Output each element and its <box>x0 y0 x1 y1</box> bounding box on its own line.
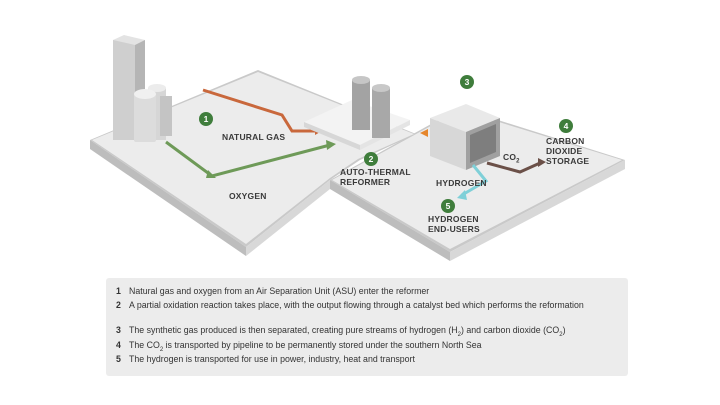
legend-text-part: is transported by pipeline to be permane… <box>163 340 482 350</box>
legend-text: The synthetic gas produced is then separ… <box>129 325 620 338</box>
step-badge-3: 3 <box>460 75 474 89</box>
storage-label-line2: DIOXIDE <box>546 146 583 156</box>
legend-text-part: ) and carbon dioxide (CO <box>460 325 560 335</box>
asu-plant <box>113 35 172 142</box>
legend-number: 5 <box>116 354 121 364</box>
step-badge-2: 2 <box>364 152 378 166</box>
hydrogen-label: HYDROGEN <box>436 178 487 188</box>
legend-subscript: 2 <box>559 331 563 338</box>
separation-unit <box>430 104 500 170</box>
end-users-label-line1: HYDROGEN <box>428 214 479 224</box>
storage-label-line1: CARBON <box>546 136 585 146</box>
end-users-label: HYDROGEN END-USERS <box>428 214 480 234</box>
process-diagram: NATURAL GAS OXYGEN AUTO-THERMAL REFORMER… <box>90 35 625 261</box>
hydrogen-pipe <box>457 164 489 200</box>
legend-number: 4 <box>116 340 121 350</box>
legend-subscript: 2 <box>457 331 461 338</box>
legend-text-part: The CO <box>129 340 160 350</box>
legend-number: 1 <box>116 286 121 296</box>
oxygen-label: OXYGEN <box>229 191 267 201</box>
co2-label-text: CO <box>503 152 517 162</box>
oxygen-pipe <box>165 140 336 178</box>
step-badge-1: 1 <box>199 112 213 126</box>
legend-text: Natural gas and oxygen from an Air Separ… <box>129 286 430 296</box>
legend-text: A partial oxidation reaction takes place… <box>129 300 584 310</box>
reformer-label: AUTO-THERMAL REFORMER <box>340 167 411 187</box>
step-badge-5: 5 <box>441 199 455 213</box>
legend-text-part: The synthetic gas produced is then separ… <box>129 325 458 335</box>
reformer-label-line2: REFORMER <box>340 177 391 187</box>
co2-pipe <box>486 158 546 174</box>
natural-gas-label: NATURAL GAS <box>222 132 286 142</box>
end-users-label-line2: END-USERS <box>428 224 480 234</box>
legend-number: 2 <box>116 300 121 310</box>
storage-label: CARBON DIOXIDE STORAGE <box>546 136 589 166</box>
reformer-label-line1: AUTO-THERMAL <box>340 167 411 177</box>
co2-label-sub: 2 <box>516 158 520 165</box>
legend-number: 3 <box>116 325 121 335</box>
legend-text: The hydrogen is transported for use in p… <box>129 354 415 364</box>
legend-text: The CO2 is transported by pipeline to be… <box>129 340 620 353</box>
legend-panel: 1 Natural gas and oxygen from an Air Sep… <box>106 278 628 376</box>
step-badge-4: 4 <box>559 119 573 133</box>
legend-text-part: ) <box>562 325 566 335</box>
storage-label-line3: STORAGE <box>546 156 590 166</box>
reformer <box>304 76 410 150</box>
legend-subscript: 2 <box>159 346 164 353</box>
co2-label: CO2 <box>503 152 520 165</box>
isometric-scene <box>90 35 625 261</box>
orange-arrow <box>420 129 428 137</box>
